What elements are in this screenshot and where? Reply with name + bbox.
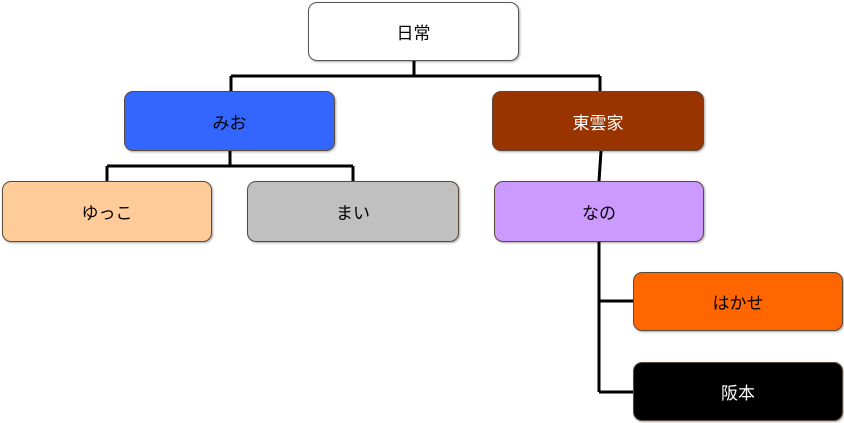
node-label: はかせ bbox=[712, 294, 764, 314]
node-label: 阪本 bbox=[721, 384, 755, 404]
node-hakase[interactable]: はかせ bbox=[633, 272, 843, 331]
node-sakamoto[interactable]: 阪本 bbox=[633, 362, 843, 421]
node-yukko[interactable]: ゆっこ bbox=[2, 181, 212, 242]
node-label: 東雲家 bbox=[572, 113, 624, 134]
node-root[interactable]: 日常 bbox=[308, 2, 519, 61]
node-label: みお bbox=[212, 113, 247, 134]
node-label: なの bbox=[582, 204, 616, 224]
node-mai[interactable]: まい bbox=[247, 181, 459, 242]
connector-mio-children bbox=[105, 151, 355, 181]
node-nano[interactable]: なの bbox=[494, 181, 704, 242]
connector-root-children bbox=[229, 61, 602, 91]
node-label: 日常 bbox=[396, 24, 431, 44]
connector-nano-children bbox=[597, 242, 633, 394]
node-shinonome[interactable]: 東雲家 bbox=[492, 91, 704, 151]
node-label: ゆっこ bbox=[81, 204, 133, 224]
node-mio[interactable]: みお bbox=[124, 91, 335, 151]
connector-shinonome-nano bbox=[597, 150, 603, 182]
node-label: まい bbox=[336, 204, 370, 224]
